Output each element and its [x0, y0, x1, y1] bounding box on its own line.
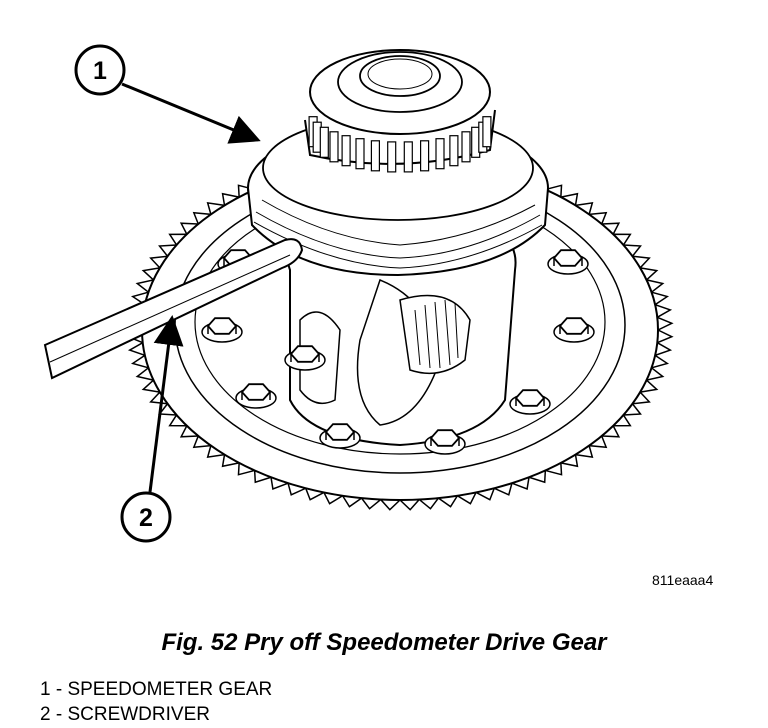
bearing-roller — [420, 140, 430, 172]
bearing-roller — [435, 138, 445, 170]
screwdriver — [43, 238, 304, 380]
legend-item-speedometer-gear: 1 - SPEEDOMETER GEAR — [40, 679, 273, 700]
legend-item-screwdriver: 2 - SCREWDRIVER — [40, 704, 210, 725]
carrier-bearing — [304, 49, 496, 173]
bearing-roller — [387, 141, 397, 173]
bearing-roller — [449, 135, 459, 167]
differential-case — [285, 226, 517, 447]
bearing-roller — [319, 126, 329, 158]
bolt — [284, 345, 326, 371]
bearing-roller — [341, 135, 351, 167]
bearing-roller — [461, 131, 471, 163]
bearing-roller — [329, 131, 339, 163]
bolt — [319, 423, 361, 449]
differential-illustration: 1 2 — [43, 44, 674, 543]
callout-1: 1 — [74, 44, 261, 144]
bearing-rollers — [308, 116, 492, 173]
figure-caption: Fig. 52 Pry off Speedometer Drive Gear — [161, 629, 607, 656]
callout-2: 2 — [120, 315, 184, 543]
bolt — [201, 317, 243, 343]
bolt — [553, 317, 595, 343]
bearing-roller — [355, 138, 365, 170]
bearing-roller — [403, 141, 413, 173]
legend: 1 - SPEEDOMETER GEAR 2 - SCREWDRIVER — [40, 677, 272, 727]
bolt — [547, 249, 589, 275]
callout-1-number: 1 — [93, 57, 107, 85]
gear-tooth — [398, 498, 421, 511]
bolt — [235, 383, 277, 409]
callout-2-number: 2 — [139, 504, 153, 532]
gear-tooth — [656, 316, 674, 332]
gear-tooth — [379, 498, 402, 511]
figure-ref-code: 811eaaa4 — [652, 572, 714, 588]
bolt — [424, 429, 466, 455]
gear-tooth — [656, 328, 674, 344]
bearing-roller — [482, 116, 492, 148]
pinion-gear-window — [399, 294, 471, 375]
bolt — [509, 389, 551, 415]
bearing-roller — [370, 140, 380, 172]
